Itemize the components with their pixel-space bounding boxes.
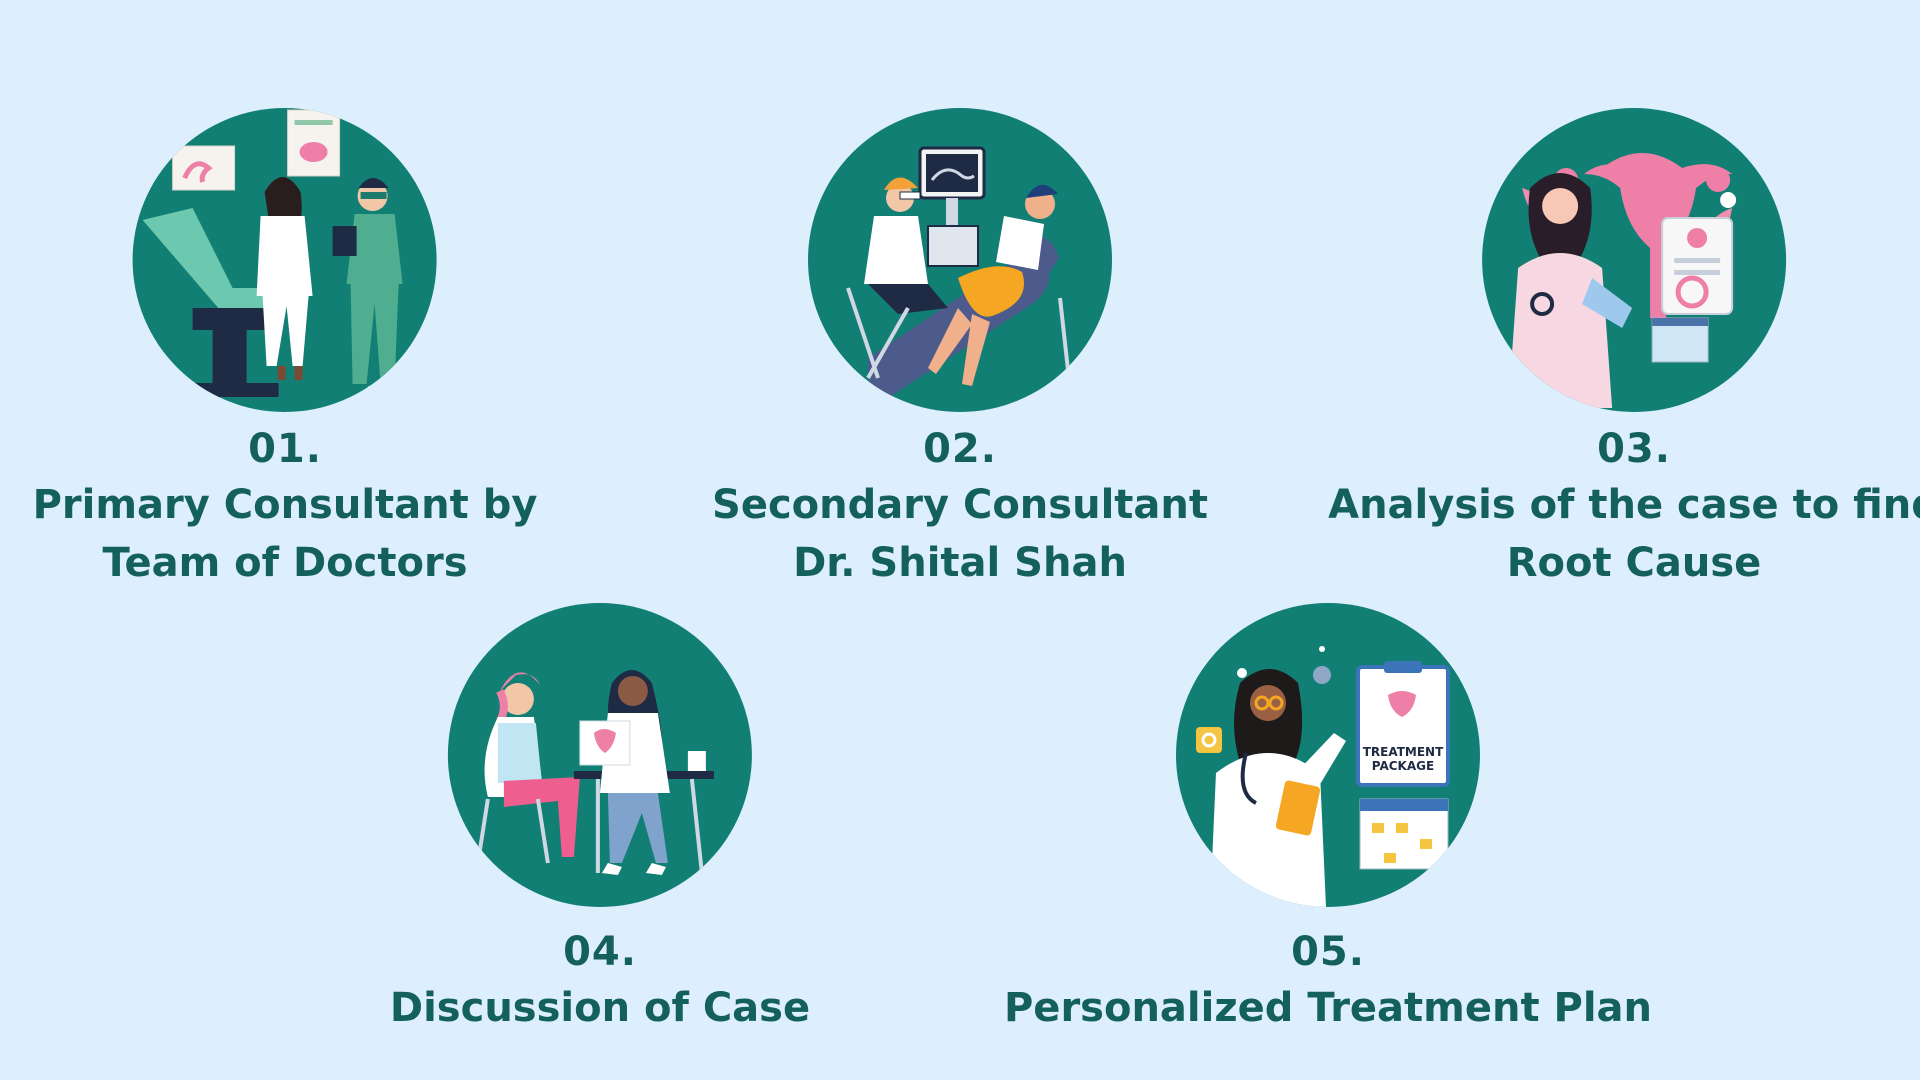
step-title-line: Discussion of Case [389, 985, 811, 1031]
step-number: 03. [1597, 426, 1671, 472]
step-2: 02. Secondary Consultant Dr. Shital Shah [712, 108, 1208, 592]
doctors-consultation-icon [133, 108, 437, 412]
case-discussion-icon [448, 603, 752, 907]
treatment-label-line: PACKAGE [1372, 759, 1434, 773]
step-title-line: Root Cause [1506, 540, 1762, 586]
step-title-line: Personalized Treatment Plan [1003, 985, 1653, 1031]
step-1: 01. Primary Consultant by Team of Doctor… [32, 108, 538, 592]
case-analysis-icon [1482, 108, 1786, 412]
ultrasound-scan-icon [807, 108, 1112, 412]
treatment-label-line: TREATMENT [1363, 745, 1444, 759]
step-3: 03. Analysis of the case to find Root Ca… [1328, 108, 1920, 592]
step-title-line: Secondary Consultant [712, 482, 1208, 528]
step-5: TREATMENT PACKAGE 05. Person [1004, 603, 1652, 1037]
step-number: 04. [563, 929, 637, 975]
step-title-line: Primary Consultant by [32, 482, 538, 528]
step-number: 01. [248, 426, 322, 472]
step-number: 02. [923, 426, 997, 472]
step-title-line: Team of Doctors [102, 540, 468, 586]
treatment-plan-icon: TREATMENT PACKAGE [1175, 603, 1480, 907]
step-4: 04. Discussion of Case [390, 603, 810, 1037]
step-title-line: Dr. Shital Shah [793, 540, 1127, 586]
step-number: 05. [1291, 929, 1365, 975]
step-title-line: Analysis of the case to find [1328, 482, 1920, 528]
